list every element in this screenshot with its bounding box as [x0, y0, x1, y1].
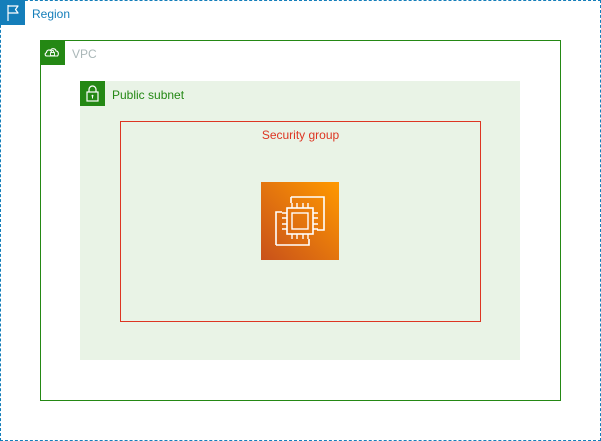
vpc-label: VPC	[72, 47, 97, 61]
region-flag-icon	[0, 0, 25, 25]
subnet-padlock-icon	[80, 81, 105, 106]
region-label: Region	[32, 7, 71, 21]
vpc-cloud-icon	[40, 40, 65, 65]
subnet-label: Public subnet	[112, 88, 185, 102]
security-group-label: Security group	[261, 128, 340, 142]
ec2-instance-icon	[261, 182, 339, 260]
security-group-box	[120, 121, 481, 322]
